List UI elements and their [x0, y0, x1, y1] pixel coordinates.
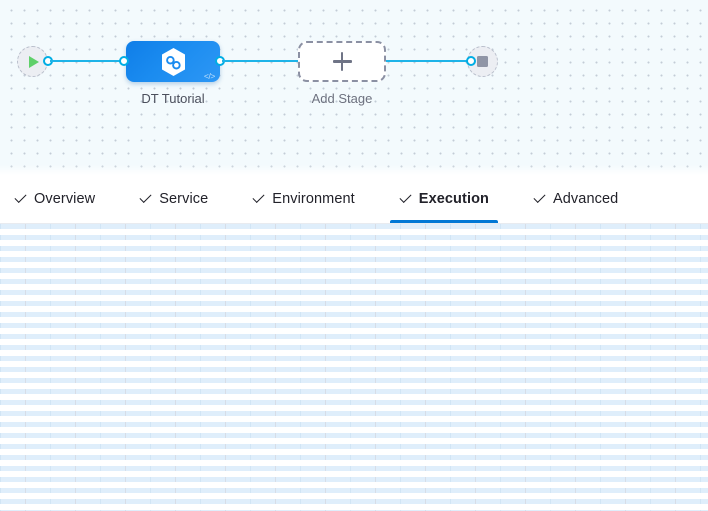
tab-service[interactable]: Service: [139, 175, 208, 223]
connector-stage-to-add-stage: [222, 59, 300, 63]
pipeline-stage-canvas[interactable]: </> DT Tutorial Add Stage: [0, 0, 708, 175]
tab-execution-label: Execution: [418, 191, 489, 207]
connector-add-stage-to-end: [386, 59, 474, 63]
code-view-icon[interactable]: </>: [203, 70, 215, 81]
tab-execution[interactable]: Execution: [389, 175, 499, 223]
check-icon: [139, 193, 152, 206]
tab-advanced[interactable]: Advanced: [533, 175, 618, 223]
check-icon: [533, 193, 546, 206]
plus-icon: [332, 52, 352, 71]
check-icon: [399, 193, 412, 206]
add-stage-label: Add Stage: [311, 91, 373, 106]
check-icon: [252, 193, 265, 206]
execution-steps-canvas[interactable]: </> Fetch Instances Add Step: [0, 224, 708, 511]
tab-advanced-label: Advanced: [553, 191, 619, 207]
check-icon: [14, 193, 27, 206]
tab-environment-label: Environment: [272, 191, 355, 207]
connector-start-to-stage: [50, 59, 128, 63]
stop-icon: [477, 56, 488, 67]
tab-overview-label: Overview: [34, 191, 96, 207]
canvas-grid: [0, 224, 708, 511]
tab-overview[interactable]: Overview: [14, 175, 95, 223]
stage-node-label: DT Tutorial: [141, 91, 205, 106]
stage-node-left-dot[interactable]: [119, 56, 129, 66]
end-node-connector-dot[interactable]: [466, 56, 476, 66]
deployment-hexagon-icon: [160, 47, 187, 77]
add-stage-button[interactable]: [298, 41, 386, 82]
tab-environment[interactable]: Environment: [252, 175, 355, 223]
play-icon: [28, 55, 39, 68]
stage-node-dt-tutorial[interactable]: </>: [126, 41, 220, 82]
stage-config-tabs: Overview Service Environment Execution A…: [0, 175, 708, 224]
pipeline-start-node[interactable]: [17, 46, 48, 77]
tab-service-label: Service: [159, 191, 209, 207]
